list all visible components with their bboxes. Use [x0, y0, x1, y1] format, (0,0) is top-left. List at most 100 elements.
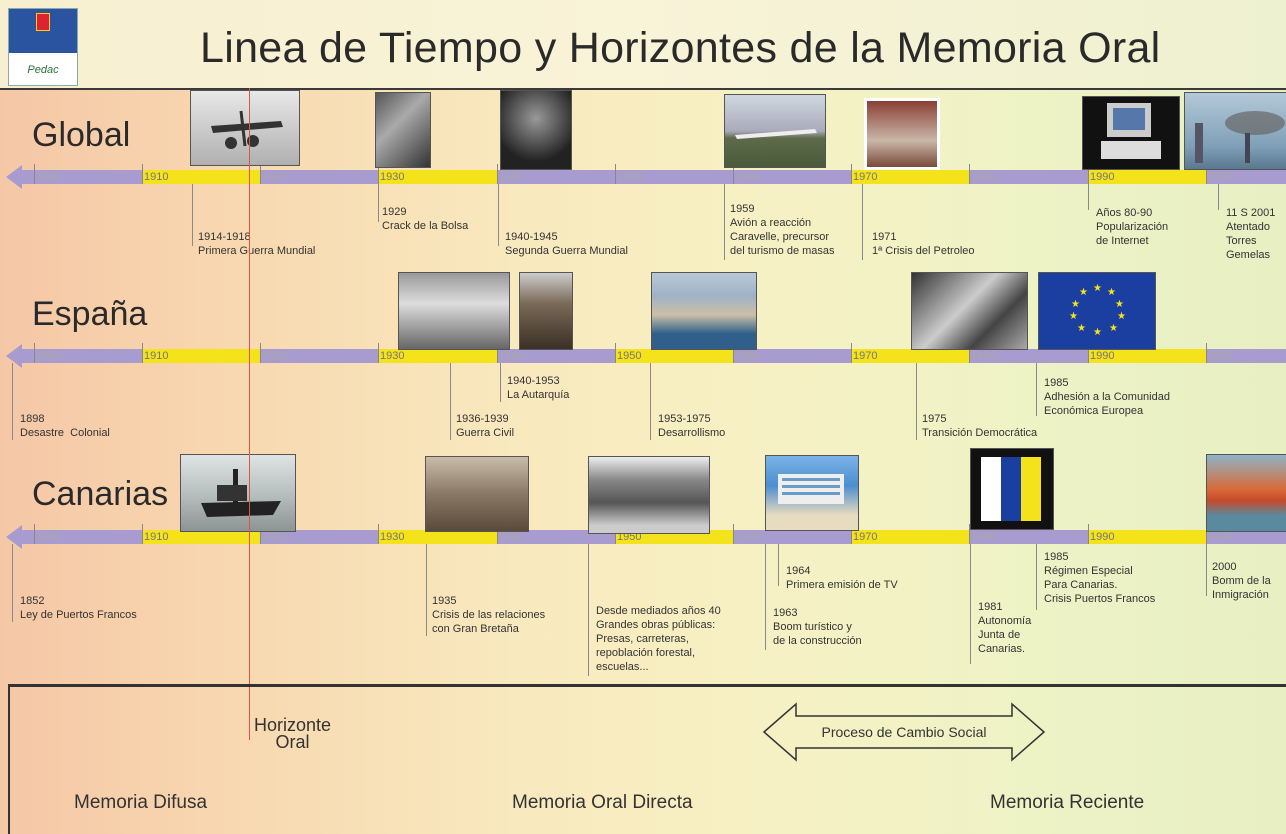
event-leader-line	[1036, 544, 1037, 610]
decade-label-1940: 1940	[499, 350, 524, 362]
svg-text:★: ★	[1117, 311, 1126, 322]
event-date: 1940-1953	[507, 375, 560, 387]
event-text: Crisis de las relaciones con Gran Bretañ…	[432, 609, 546, 635]
row-label-espana: España	[32, 295, 148, 333]
decade-label-1940: 1940	[499, 531, 524, 543]
decade-label-1980: 1980	[971, 171, 996, 183]
event-leader-line	[1206, 544, 1207, 596]
decade-label-1990: 1990	[1090, 171, 1115, 183]
decade-tick	[733, 343, 734, 363]
logo: Pedac	[8, 8, 78, 86]
decade-label-1990: 1990	[1090, 350, 1115, 362]
event-leader-line	[970, 544, 971, 664]
photo-oil-crisis	[864, 98, 940, 170]
decade-tick	[1088, 343, 1089, 363]
decade-label-1960: 1960	[735, 531, 760, 543]
photo-computer	[1082, 96, 1180, 170]
photo-franco	[519, 272, 573, 350]
decade-tick	[260, 164, 261, 184]
decade-label-1930: 1930	[380, 531, 405, 543]
svg-text:★: ★	[1069, 311, 1078, 322]
event-text: Boom turístico y de la construcción	[773, 621, 862, 647]
event-text: Transición Democrática	[922, 427, 1038, 439]
decade-tick	[497, 524, 498, 544]
decade-tick	[1206, 164, 1207, 184]
decade-label-1900: 1900	[36, 350, 61, 362]
decade-tick	[142, 524, 143, 544]
arrow-left-icon	[6, 344, 22, 368]
event-date: 1971	[872, 231, 897, 243]
decade-tick	[615, 524, 616, 544]
logo-text: Pedac	[27, 64, 59, 76]
decade-tick	[378, 164, 379, 184]
event-leader-line	[724, 184, 725, 260]
event-date: 1985	[1044, 377, 1069, 389]
event-text: 1ª Crisis del Petroleo	[872, 245, 975, 257]
event-leader-line	[498, 184, 499, 246]
svg-text:★: ★	[1107, 287, 1116, 298]
arrow-left-icon	[6, 525, 22, 549]
memoria-reciente-label: Memoria Reciente	[990, 792, 1145, 813]
event-text: Desde mediados años 40 Grandes obras púb…	[596, 605, 721, 673]
photo-hotel	[765, 455, 859, 531]
decade-label-2000: 2000	[1208, 350, 1233, 362]
event-date: 1929	[382, 206, 407, 218]
event-date: 1975	[922, 413, 947, 425]
decade-label-1920: 1920	[262, 350, 287, 362]
event-leader-line	[588, 544, 589, 676]
decade-tick	[1088, 164, 1089, 184]
decade-label-1930: 1930	[380, 171, 405, 183]
event-text: Bomm de la Inmigración	[1212, 575, 1271, 601]
event-text: Crack de la Bolsa	[382, 220, 469, 232]
memoria-directa-label: Memoria Oral Directa	[512, 792, 693, 813]
event-text: Desastre Colonial	[20, 427, 110, 439]
photo-eu-flag: ★★★★★★★★★★	[1038, 272, 1156, 350]
event-leader-line	[765, 544, 766, 650]
photo-port-1935	[425, 456, 529, 532]
highlight-segment	[142, 349, 260, 363]
row-label-global: Global	[32, 116, 131, 154]
decade-label-1960: 1960	[735, 350, 760, 362]
decade-tick	[851, 164, 852, 184]
event-date: 1981	[978, 601, 1003, 613]
event-leader-line	[12, 544, 13, 622]
decade-tick	[34, 524, 35, 544]
highlight-segment	[378, 530, 497, 544]
event-date: 1985	[1044, 551, 1069, 563]
highlight-segment	[851, 170, 969, 184]
highlight-segment	[378, 170, 497, 184]
decade-label-1960: 1960	[735, 171, 760, 183]
decade-label-2000: 2000	[1208, 531, 1233, 543]
event-global: 1971 1ª Crisis del Petroleo	[872, 230, 975, 258]
logo-crest-block	[9, 9, 77, 53]
decade-label-1910: 1910	[144, 171, 169, 183]
event-leader-line	[1218, 184, 1219, 210]
svg-text:★: ★	[1093, 283, 1102, 294]
decade-tick	[615, 164, 616, 184]
event-text: Avión a reacción Caravelle, precursor de…	[730, 217, 835, 257]
decade-label-1980: 1980	[971, 531, 996, 543]
decade-label-1910: 1910	[144, 531, 169, 543]
decade-tick	[615, 343, 616, 363]
photo-canarias-flag	[970, 448, 1054, 530]
highlight-segment	[615, 349, 733, 363]
event-text: Primera emisión de TV	[786, 579, 898, 591]
event-date: 2000	[1212, 561, 1237, 573]
decade-label-1900: 1900	[36, 531, 61, 543]
decade-tick	[851, 343, 852, 363]
decade-tick	[969, 524, 970, 544]
event-text: Segunda Guerra Mundial	[505, 245, 628, 257]
event-date: 1898	[20, 413, 45, 425]
event-text: Ley de Puertos Francos	[20, 609, 137, 621]
decade-label-1910: 1910	[144, 350, 169, 362]
